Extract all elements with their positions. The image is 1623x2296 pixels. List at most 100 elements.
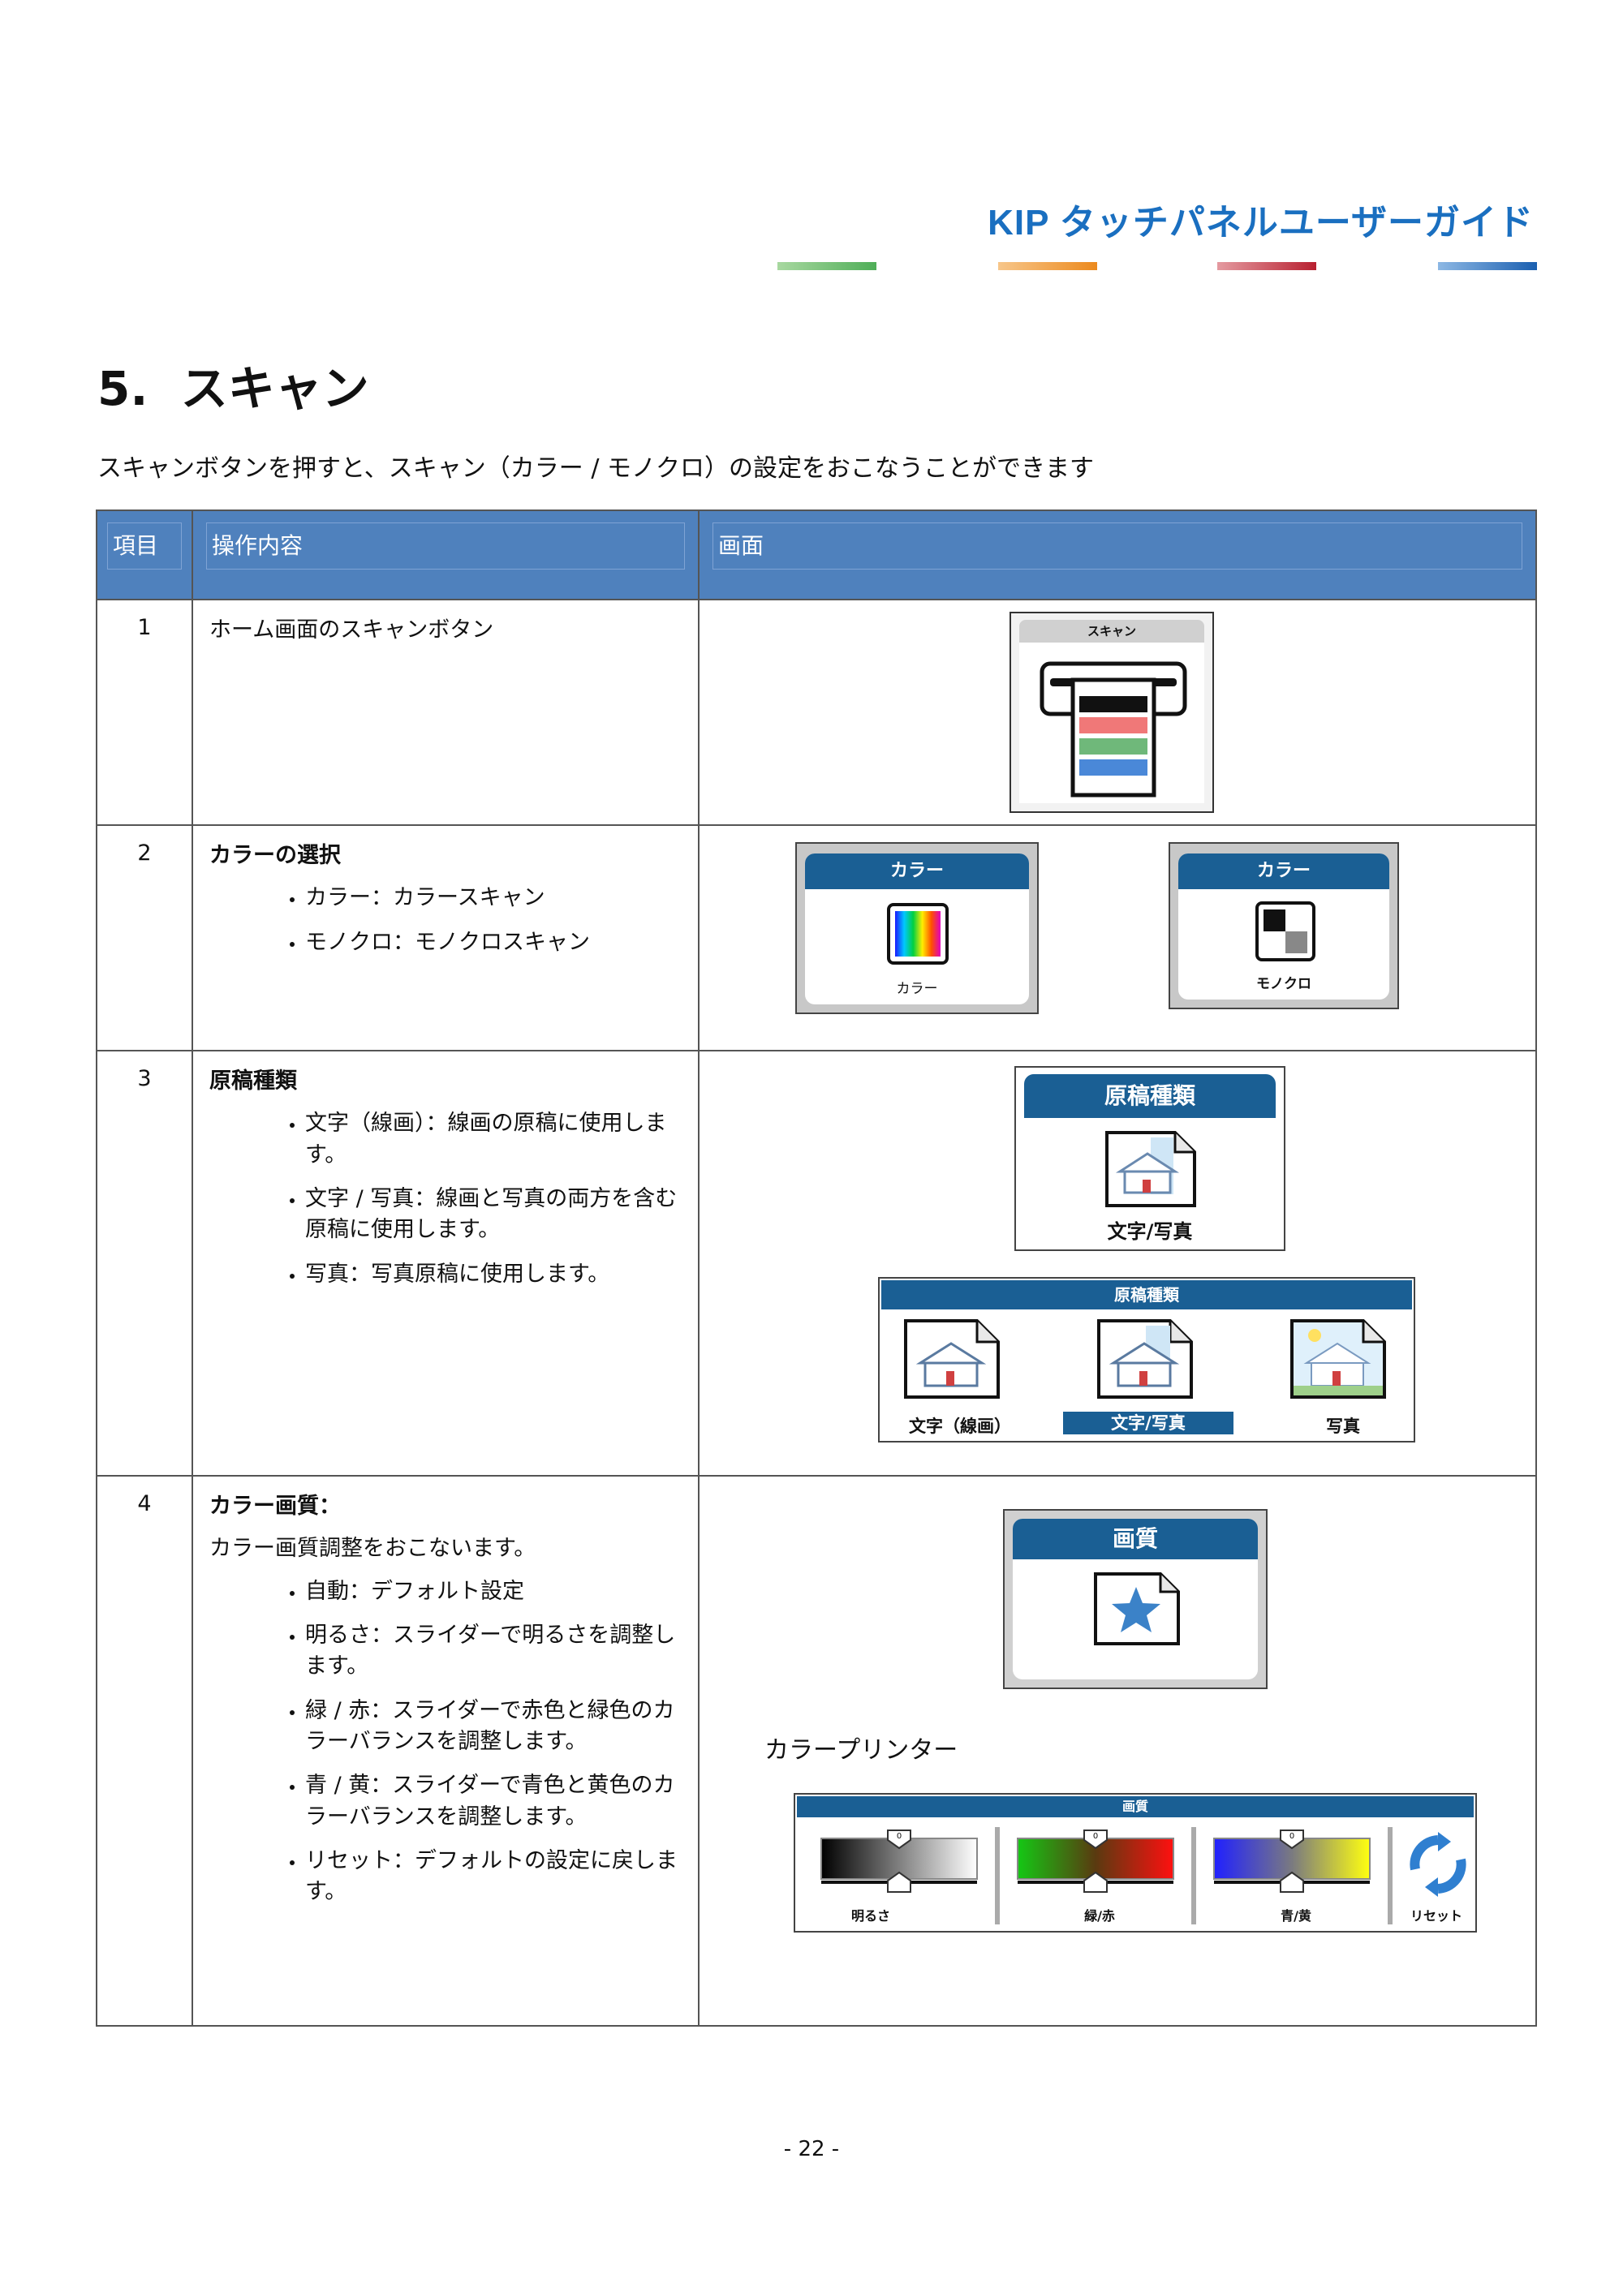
header-cell-operation: 操作内容 xyxy=(192,510,700,600)
section-intro: スキャンボタンを押すと、スキャン（カラー / モノクロ）の設定をおこなうことがで… xyxy=(97,454,1094,483)
panel-label: モノクロ xyxy=(1256,976,1311,992)
slider-label: 緑/赤 xyxy=(1084,1908,1115,1924)
header-stripe-red xyxy=(1217,262,1316,270)
table-row: 1 ホーム画面のスキャンボタン スキャン xyxy=(96,599,1537,826)
option-text-photo[interactable] xyxy=(1096,1318,1201,1415)
blue-yellow-slider[interactable]: 0 青/黄 xyxy=(1203,1827,1381,1933)
scanner-icon xyxy=(1040,661,1187,798)
color-mode-mono-panel[interactable]: カラー モノクロ xyxy=(1169,842,1399,1009)
row-description: 原稿種類 文字（線画）：線画の原稿に使用します。 文字 / 写真：線画と写真の両… xyxy=(192,1050,700,1477)
green-red-gradient-slider xyxy=(1017,1829,1174,1893)
adjust-title: 画質 xyxy=(797,1796,1474,1817)
list-item: 文字 / 写真：線画と写真の両方を含む原稿に使用します。 xyxy=(305,1184,683,1246)
brightness-gradient-slider xyxy=(820,1829,978,1893)
scan-settings-table: 項目 操作内容 画面 1 ホーム画面のスキャンボタン スキャン xyxy=(96,510,1537,2027)
option-label-selected: 文字/写真 xyxy=(1063,1412,1233,1434)
color-mode-icon xyxy=(887,903,949,965)
header-stripe-blue xyxy=(1438,262,1537,270)
scan-button-label: スキャン xyxy=(1019,620,1204,643)
slider-divider xyxy=(1191,1827,1196,1924)
slider-label: 明るさ xyxy=(850,1908,890,1924)
list-item: 緑 / 赤：スライダーで赤色と緑色のカラーバランスを調整します。 xyxy=(305,1696,683,1758)
panel-label: カラー xyxy=(896,981,938,997)
slider-value: 0 xyxy=(1289,1832,1295,1841)
option-label: 写真 xyxy=(1326,1417,1360,1436)
row-number: 4 xyxy=(96,1475,193,2027)
panel-title: 原稿種類 xyxy=(1024,1074,1276,1118)
slider-divider xyxy=(995,1827,1000,1924)
row-description: カラーの選択 カラー：カラースキャン モノクロ：モノクロスキャン xyxy=(192,824,700,1051)
brightness-slider[interactable]: 0 明るさ xyxy=(810,1827,988,1933)
original-type-panel[interactable]: 原稿種類 文字/写真 xyxy=(1014,1066,1285,1251)
reset-label: リセット xyxy=(1410,1908,1462,1924)
header-item-label: 項目 xyxy=(107,522,182,570)
header-stripe-orange xyxy=(998,262,1097,270)
row-heading: カラーの選択 xyxy=(209,843,341,868)
header-cell-screen: 画面 xyxy=(698,510,1537,600)
row-heading: ホーム画面のスキャンボタン xyxy=(209,617,494,643)
star-document-icon xyxy=(1094,1572,1180,1645)
list-item: 文字（線画）：線画の原稿に使用します。 xyxy=(305,1108,683,1171)
page-number: - 22 - xyxy=(783,2137,840,2161)
panel-label: 文字/写真 xyxy=(1107,1220,1193,1243)
section-number: 5. xyxy=(97,361,149,416)
list-item: 写真：写真原稿に使用します。 xyxy=(305,1259,683,1290)
option-text-lineart[interactable] xyxy=(902,1318,1008,1415)
header-stripe-green xyxy=(777,262,876,270)
text-photo-document-icon xyxy=(1097,1319,1193,1399)
row-paragraph: カラー画質調整をおこないます。 xyxy=(209,1536,536,1562)
row-heading: カラー画質： xyxy=(209,1494,341,1519)
slider-value: 0 xyxy=(1092,1832,1099,1841)
row-description: ホーム画面のスキャンボタン xyxy=(192,599,700,826)
section-heading: 5. スキャン xyxy=(97,350,369,419)
image-quality-adjust-panel: 画質 0 明るさ xyxy=(794,1793,1477,1933)
slider-label: 青/黄 xyxy=(1281,1908,1311,1924)
row-screen-image: スキャン xyxy=(698,599,1537,826)
option-photo[interactable] xyxy=(1289,1318,1394,1415)
selector-title: 原稿種類 xyxy=(881,1280,1412,1309)
header-cell-item: 項目 xyxy=(96,510,193,600)
slider-divider xyxy=(1388,1827,1393,1924)
document-header-title: KIP タッチパネルユーザーガイド xyxy=(988,203,1534,243)
blue-yellow-gradient-slider xyxy=(1213,1829,1371,1893)
panel-title: カラー xyxy=(805,853,1029,889)
lineart-document-icon xyxy=(904,1319,1000,1399)
row-number: 3 xyxy=(96,1050,193,1477)
row-number: 1 xyxy=(96,599,193,826)
list-item: リセット：デフォルトの設定に戻します。 xyxy=(305,1846,683,1908)
green-red-slider[interactable]: 0 緑/赤 xyxy=(1006,1827,1185,1933)
list-item: 青 / 黄：スライダーで青色と黄色のカラーバランスを調整します。 xyxy=(305,1770,683,1833)
monochrome-icon xyxy=(1255,901,1315,961)
list-item: モノクロ：モノクロスキャン xyxy=(305,927,683,958)
color-mode-color-panel[interactable]: カラー カラー xyxy=(795,842,1039,1014)
row-heading: 原稿種類 xyxy=(209,1068,297,1094)
table-row: 4 カラー画質： カラー画質調整をおこないます。 自動：デフォルト設定 明るさ：… xyxy=(96,1475,1537,2027)
bullet-list: 文字（線画）：線画の原稿に使用します。 文字 / 写真：線画と写真の両方を含む原… xyxy=(209,1108,683,1290)
row-screen-image: カラー カラー カラー xyxy=(698,824,1537,1051)
header-operation-label: 操作内容 xyxy=(206,522,685,570)
section-title: スキャン xyxy=(180,361,369,416)
original-type-selector: 原稿種類 xyxy=(878,1277,1415,1443)
table-header-row: 項目 操作内容 画面 xyxy=(96,510,1537,600)
bullet-list: カラー：カラースキャン モノクロ：モノクロスキャン xyxy=(209,883,683,958)
text-photo-document-icon xyxy=(1105,1131,1196,1207)
row-screen-image: 原稿種類 文字/写真 原稿種類 xyxy=(698,1050,1537,1477)
row-number: 2 xyxy=(96,824,193,1051)
list-item: 自動：デフォルト設定 xyxy=(305,1576,683,1607)
header-screen-label: 画面 xyxy=(712,522,1522,570)
reset-button[interactable]: リセット xyxy=(1397,1827,1475,1933)
row-screen-image: 画質 カラープリンター 画質 xyxy=(698,1475,1537,2027)
option-label: 文字（線画） xyxy=(909,1417,1011,1436)
reset-icon xyxy=(1410,1832,1466,1897)
color-printer-label: カラープリンター xyxy=(764,1736,958,1765)
photo-document-icon xyxy=(1290,1319,1386,1399)
list-item: 明るさ：スライダーで明るさを調整します。 xyxy=(305,1620,683,1683)
table-row: 2 カラーの選択 カラー：カラースキャン モノクロ：モノクロスキャン カラー xyxy=(96,824,1537,1051)
slider-value: 0 xyxy=(896,1832,902,1841)
bullet-list: 自動：デフォルト設定 明るさ：スライダーで明るさを調整します。 緑 / 赤：スラ… xyxy=(209,1576,683,1908)
table-row: 3 原稿種類 文字（線画）：線画の原稿に使用します。 文字 / 写真：線画と写真… xyxy=(96,1050,1537,1477)
scan-home-button[interactable]: スキャン xyxy=(1010,612,1214,813)
list-item: カラー：カラースキャン xyxy=(305,883,683,914)
image-quality-panel[interactable]: 画質 xyxy=(1003,1509,1268,1689)
row-description: カラー画質： カラー画質調整をおこないます。 自動：デフォルト設定 明るさ：スラ… xyxy=(192,1475,700,2027)
